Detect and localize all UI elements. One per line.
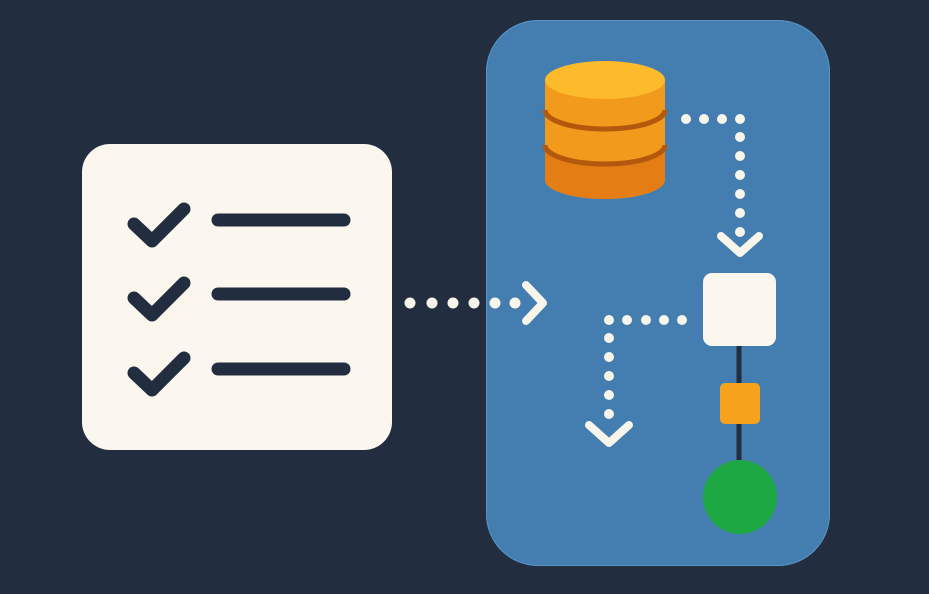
terminal-node <box>703 460 777 534</box>
arrow-right-icon <box>522 281 547 325</box>
checklist-icon <box>127 202 351 397</box>
checkmark-icon <box>127 202 191 248</box>
connector-db-to-process <box>681 114 745 237</box>
connector-process-to-output <box>604 315 687 419</box>
connector-arrow-right <box>404 297 521 309</box>
checkmark-icon <box>127 276 191 322</box>
arrow-down-icon <box>585 421 633 447</box>
checkmark-icon <box>127 351 191 397</box>
process-node <box>703 273 776 346</box>
checklist-card <box>82 144 392 450</box>
arrow-down-icon <box>717 232 763 257</box>
step-node <box>720 383 760 424</box>
database-icon <box>542 61 668 199</box>
